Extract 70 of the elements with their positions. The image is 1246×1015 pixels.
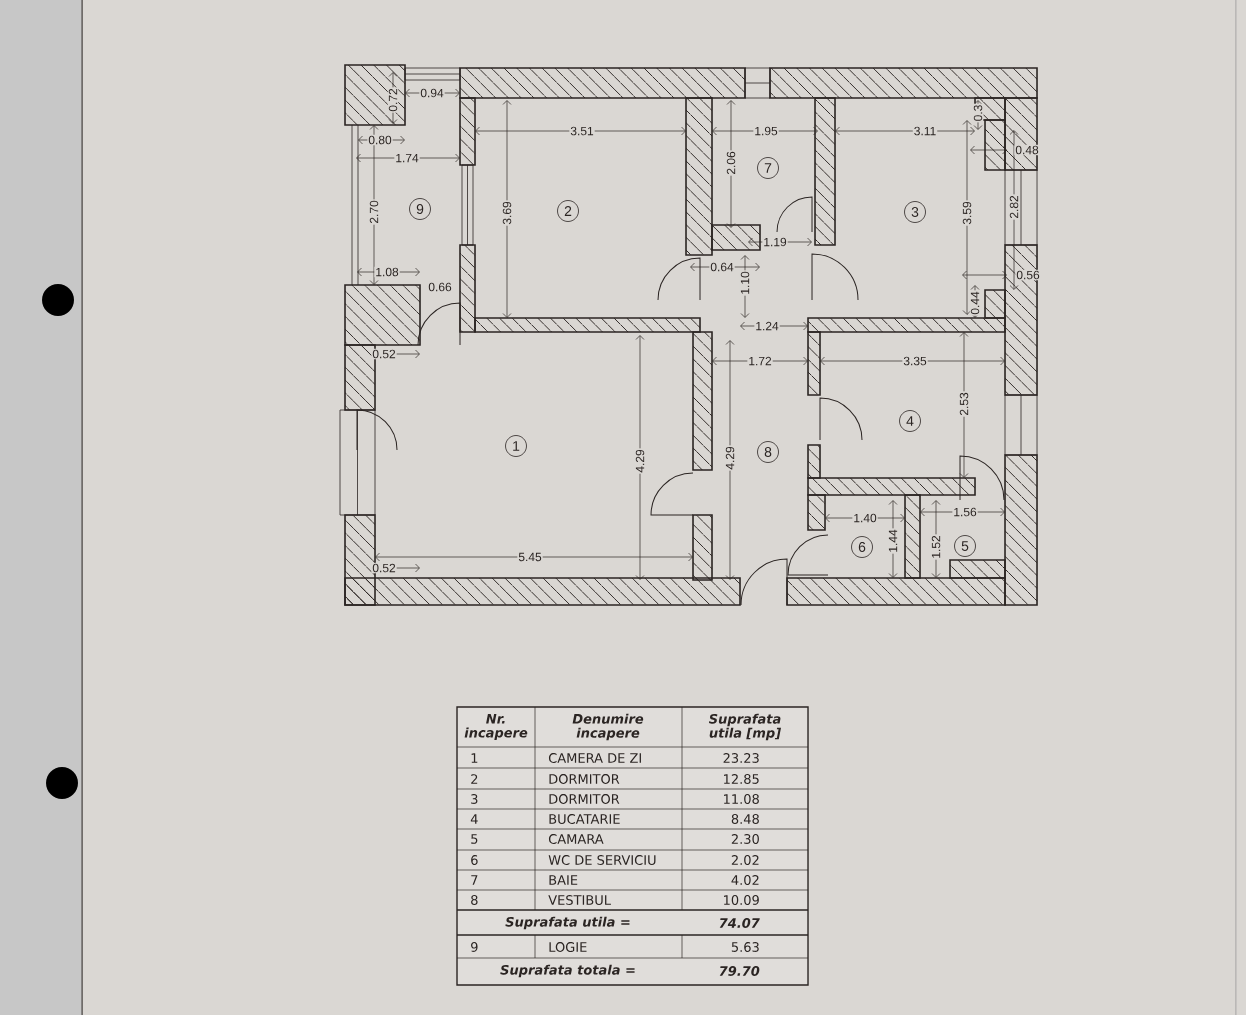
dimension-label: 2.70	[368, 199, 380, 225]
room-name: VESTIBUL	[548, 895, 611, 905]
room-name: DORMITOR	[549, 774, 620, 784]
dimension-label: 1.19	[762, 236, 788, 248]
room-number: 5	[954, 535, 976, 557]
dimension-label: 0.80	[367, 134, 393, 146]
room-number: 3	[904, 201, 926, 223]
room-name: CAMARA	[548, 834, 604, 844]
dimension-label: 5.45	[517, 551, 543, 563]
room-number: 5	[471, 834, 478, 844]
room-number: 9	[409, 198, 431, 220]
area-value: 11.08	[724, 794, 759, 804]
dimension-label: 1.72	[747, 355, 773, 367]
room-name: BAIE	[549, 875, 578, 885]
area-value: 23.23	[723, 753, 759, 763]
dimension-label: 3.51	[569, 125, 595, 137]
room-name: LOGIE	[549, 942, 587, 952]
room-number: 7	[757, 157, 779, 179]
dimension-label: 4.29	[634, 448, 646, 474]
room-name: WC DE SERVICIU	[548, 855, 656, 865]
dimension-label: 1.08	[374, 266, 400, 278]
column-header: Nr. incapere	[464, 713, 528, 741]
area-value: 12.85	[724, 774, 759, 784]
dimension-label: 1.44	[887, 528, 899, 554]
column-header: Suprafata utila [mp]	[708, 713, 781, 741]
total-label: Suprafata totala =	[500, 964, 635, 978]
dimension-label: 2.06	[725, 150, 737, 176]
dimension-label: 0.94	[419, 87, 445, 99]
dimension-label: 2.53	[958, 391, 970, 417]
area-value: 2.02	[731, 855, 759, 865]
dimension-label: 0.52	[371, 348, 397, 360]
area-value: 2.30	[731, 834, 759, 844]
room-name: DORMITOR	[549, 794, 620, 804]
total-label: Suprafata utila =	[505, 916, 630, 930]
room-number: 7	[471, 875, 478, 885]
room-number: 8	[757, 441, 779, 463]
room-number: 6	[851, 536, 873, 558]
dimension-label: 0.72	[387, 87, 399, 113]
room-name: BUCATARIE	[549, 814, 620, 824]
room-number: 1	[471, 753, 478, 763]
area-value: 8.48	[731, 814, 759, 824]
area-value: 10.09	[724, 895, 759, 905]
total-value: 74.07	[719, 918, 760, 928]
total-value: 79.70	[719, 966, 760, 976]
room-number: 1	[505, 435, 527, 457]
room-number: 3	[471, 794, 478, 804]
dimension-label: 0.52	[371, 562, 397, 574]
room-number: 2	[557, 200, 579, 222]
room-name: CAMERA DE ZI	[548, 753, 641, 763]
dimension-label: 0.66	[427, 281, 453, 293]
room-number: 4	[470, 814, 478, 824]
dimension-label: 0.48	[1014, 144, 1040, 156]
dimension-label: 0.64	[709, 261, 735, 273]
dimension-label: 1.10	[739, 270, 751, 296]
room-number: 6	[471, 855, 478, 865]
dimension-label: 1.24	[754, 320, 780, 332]
area-value: 4.02	[731, 875, 759, 885]
column-header: Denumire incapere	[572, 713, 644, 741]
room-number: 9	[471, 942, 478, 952]
room-number: 4	[899, 410, 921, 432]
dimension-label: 0.44	[969, 290, 981, 316]
dimension-label: 2.82	[1008, 194, 1020, 220]
room-number: 2	[471, 774, 478, 784]
dimension-label: 0.56	[1015, 269, 1041, 281]
area-value: 5.63	[731, 942, 759, 952]
dimension-label: 1.52	[930, 534, 942, 560]
dimension-label: 0.3	[972, 103, 984, 123]
dimension-label: 3.69	[501, 200, 513, 226]
room-number: 8	[471, 895, 478, 905]
dimension-label: 3.11	[912, 125, 938, 137]
